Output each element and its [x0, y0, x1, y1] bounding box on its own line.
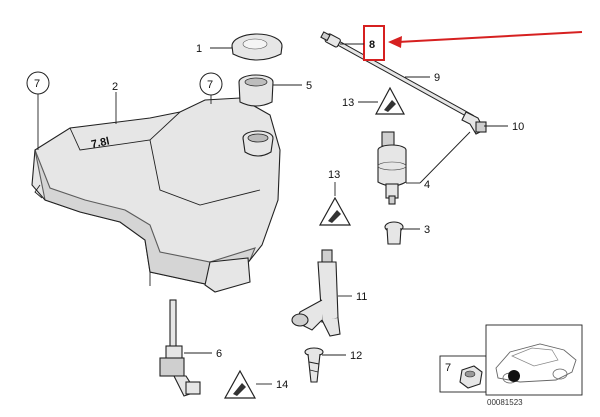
callout-7-left-label: 7: [34, 78, 40, 90]
callout-13-middle: 13: [318, 169, 352, 226]
washer-hose: [320, 31, 487, 135]
callout-2: 2: [112, 81, 118, 93]
nut: [459, 365, 483, 389]
car-silhouette-icon: [495, 343, 577, 384]
location-dot: [508, 370, 520, 382]
callout-8-highlight: 8: [340, 25, 583, 61]
screw: [304, 347, 324, 383]
level-sensor: [159, 299, 201, 397]
callout-13-top: 13: [342, 86, 406, 115]
reference-number: 00081523: [487, 398, 523, 407]
warning-triangle-icon: [374, 86, 406, 115]
headlight-washer-pump: [291, 249, 341, 337]
filler-cap: [231, 33, 283, 61]
callout-14: 14: [223, 369, 288, 399]
arrow-icon: [388, 31, 583, 48]
callout-10: 10: [512, 121, 524, 133]
callout-1: 1: [196, 43, 202, 55]
callout-7-middle: 7: [199, 72, 223, 104]
rubber-grommet: [384, 221, 404, 245]
callout-4: 4: [424, 179, 430, 191]
callout-9: 9: [434, 72, 440, 84]
callout-8: 8: [369, 39, 375, 51]
callout-7-left: 7: [26, 71, 50, 150]
callout-13-top-label: 13: [342, 97, 354, 109]
filler-adapter: [238, 74, 274, 107]
warning-triangle-icon: [318, 196, 352, 226]
car-location-inset: 00081523: [485, 324, 583, 407]
callout-14-label: 14: [276, 379, 288, 391]
callout-7-bottom-label: 7: [445, 362, 451, 374]
tank-capacity-marking: 7.8l: [90, 135, 110, 151]
warning-triangle-icon: [223, 369, 257, 399]
callout-13-middle-label: 13: [328, 169, 340, 181]
callout-5: 5: [306, 80, 312, 92]
washer-pump: [377, 131, 407, 205]
callout-7-middle-label: 7: [207, 79, 213, 91]
callout-12: 12: [350, 350, 362, 362]
callout-6: 6: [216, 348, 222, 360]
callout-7-bottom: 7: [439, 355, 487, 393]
callout-3: 3: [424, 224, 430, 236]
callout-11: 11: [356, 291, 367, 303]
washer-tank: 7.8l: [31, 97, 281, 293]
